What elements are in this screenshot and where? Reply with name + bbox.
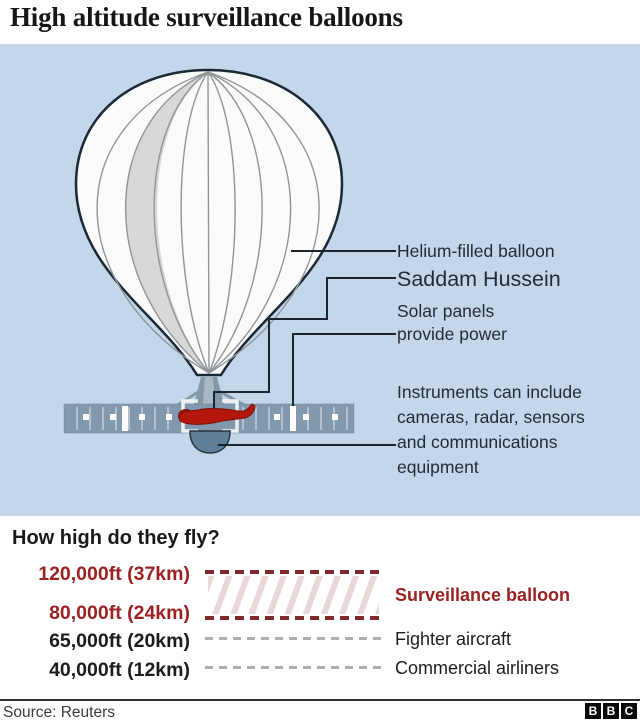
label-instruments-line2: cameras, radar, sensors: [397, 407, 585, 427]
dashed-line-40000ft: [205, 666, 382, 669]
balloon-gore-lines: [96, 71, 320, 374]
label-instruments-line3: and communications: [397, 432, 558, 452]
label-solar-panels-line2: provide power: [397, 324, 507, 344]
label-saddam-hussein: Saddam Hussein: [397, 267, 561, 291]
dashed-line-120000ft: [205, 570, 382, 574]
label-instruments-line4: equipment: [397, 457, 479, 477]
page-title: High altitude surveillance balloons: [10, 2, 403, 32]
leader-saddam: [213, 277, 396, 414]
leader-solar: [292, 333, 396, 406]
label-instruments-line1: Instruments can include: [397, 382, 582, 402]
balloon-neck-highlight: [203, 377, 215, 404]
bbc-logo: B B C: [585, 703, 637, 719]
bbc-logo-block-3: C: [621, 703, 637, 719]
label-commercial-airliners: Commercial airliners: [395, 658, 560, 678]
dashed-line-65000ft: [205, 637, 382, 640]
altitude-120000ft: 120,000ft (37km): [38, 563, 190, 585]
label-solar-panels-line1: Solar panels: [397, 301, 495, 321]
bbc-logo-block-2: B: [603, 703, 619, 719]
balloon-shaded-gore: [125, 72, 209, 373]
balloon-diagram-panel: Helium-filled balloon Saddam Hussein Sol…: [0, 44, 640, 516]
gondola-dome: [189, 430, 231, 454]
bbc-logo-block-1: B: [585, 703, 601, 719]
source-credit: Source: Reuters: [3, 704, 115, 721]
surveillance-balloon-band-hatch: [208, 576, 379, 614]
section-heading-how-high: How high do they fly?: [12, 527, 220, 549]
altitude-65000ft: 65,000ft (20km): [49, 630, 190, 652]
label-helium-filled-balloon: Helium-filled balloon: [397, 241, 555, 261]
red-figure: [178, 403, 256, 425]
balloon-illustration: [63, 68, 396, 454]
leader-lines: [213, 250, 396, 446]
dashed-line-80000ft: [205, 616, 382, 620]
label-surveillance-balloon: Surveillance balloon: [395, 585, 571, 605]
footer-divider: [0, 699, 640, 701]
label-instruments: Instruments can include cameras, radar, …: [397, 380, 585, 480]
altitude-40000ft: 40,000ft (12km): [49, 659, 190, 681]
label-fighter-aircraft: Fighter aircraft: [395, 629, 512, 649]
altitude-80000ft: 80,000ft (24km): [49, 602, 190, 624]
label-solar-panels: Solar panels provide power: [397, 300, 507, 346]
